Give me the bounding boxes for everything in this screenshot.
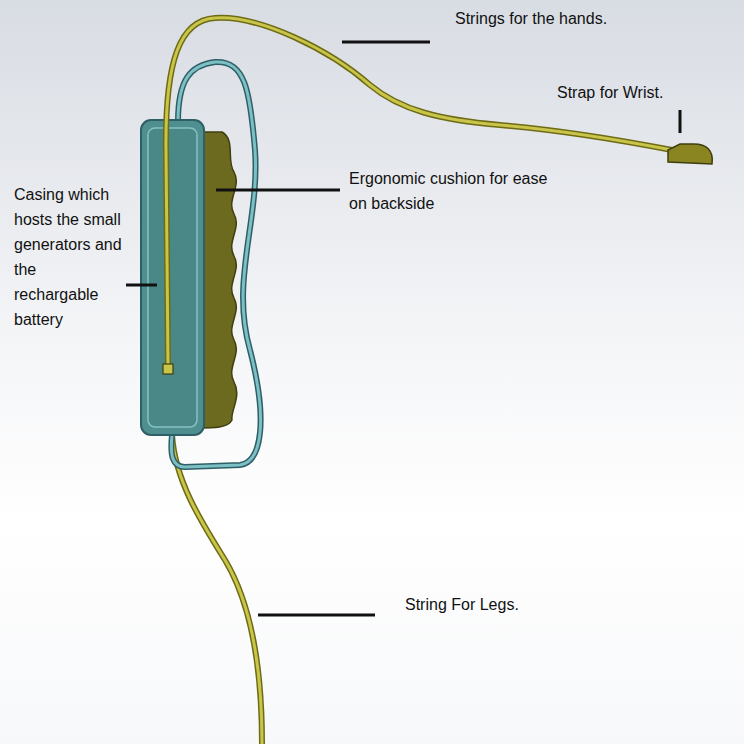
part-label: Ergonomic cushion for ease on backside xyxy=(349,166,569,216)
casing xyxy=(141,120,204,435)
leader-line xyxy=(258,614,375,617)
string-connector xyxy=(163,364,173,374)
hand-string-outline xyxy=(166,18,672,365)
part-label: Casing which hosts the small generators … xyxy=(14,182,122,332)
part-label: String For Legs. xyxy=(405,592,519,617)
part-label: Strap for Wrist. xyxy=(557,80,663,105)
hand-string xyxy=(166,18,672,365)
part-label: Strings for the hands. xyxy=(455,6,607,31)
casing-inner xyxy=(148,128,197,427)
leader-line xyxy=(679,110,682,133)
leader-line xyxy=(126,284,157,287)
wrist-strap xyxy=(668,144,712,164)
leader-line xyxy=(216,189,340,192)
leader-line xyxy=(342,41,430,44)
leg-string-outline xyxy=(172,435,262,744)
leg-string xyxy=(172,435,262,744)
